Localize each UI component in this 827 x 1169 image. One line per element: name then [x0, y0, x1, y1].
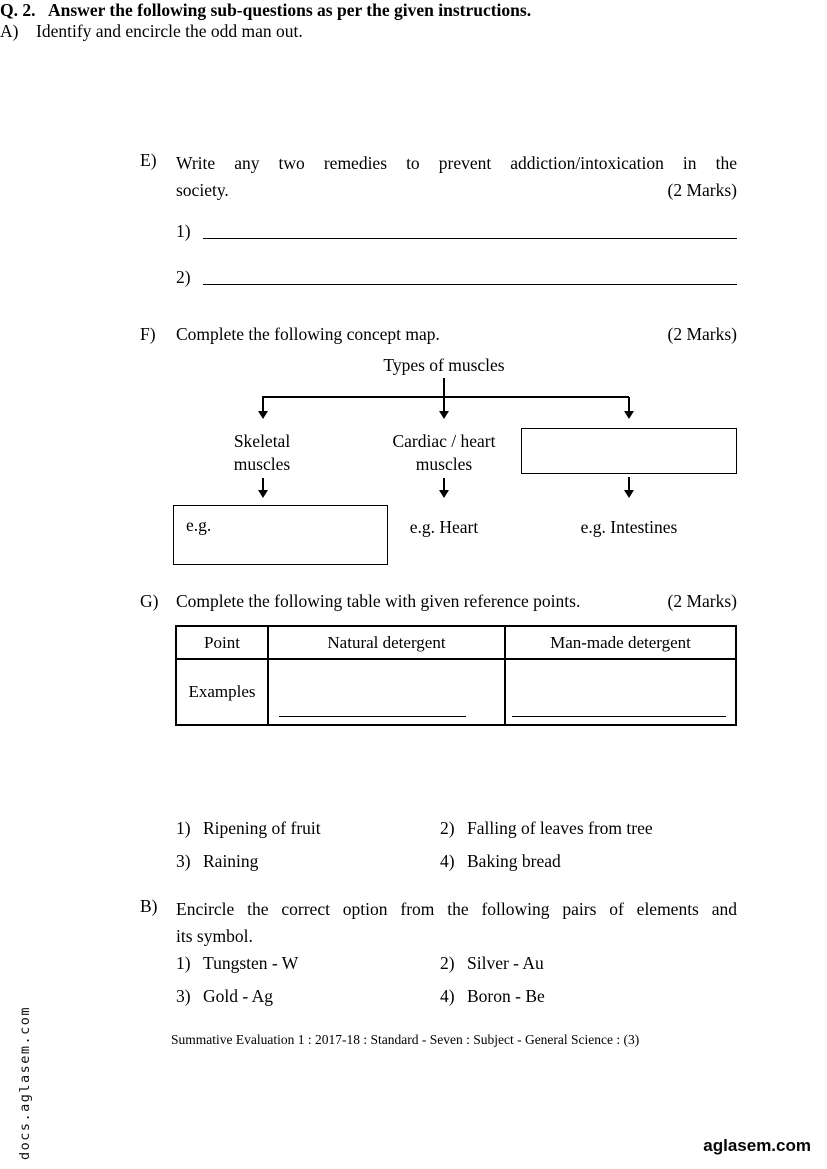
- option-text: Falling of leaves from tree: [467, 818, 653, 838]
- option-number: 4): [440, 851, 455, 871]
- branch-label-line: Cardiac / heart: [392, 431, 496, 451]
- branch-label-cardiac: Cardiac / heart muscles: [364, 430, 524, 476]
- watermark-aglasem: aglasem.com: [703, 1136, 811, 1155]
- arrow-down-icon: [624, 490, 634, 498]
- arrow-down-icon: [624, 411, 634, 419]
- question-2b: B) Encircle the correct option from the …: [140, 896, 737, 950]
- question-2-text: Answer the following sub-questions as pe…: [48, 0, 532, 20]
- option-text: Raining: [203, 851, 259, 871]
- option-number: 3): [176, 986, 191, 1006]
- branch-label-line: Skeletal: [233, 431, 291, 451]
- connector-line: [443, 378, 445, 397]
- connector-line: [262, 397, 264, 413]
- question-f: F) Complete the following concept map. (…: [140, 324, 737, 345]
- connector-line: [262, 478, 264, 492]
- question-2a: A) Identify and encircle the odd man out…: [0, 21, 597, 42]
- arrow-down-icon: [439, 411, 449, 419]
- arrow-down-icon: [258, 490, 268, 498]
- option-text: Baking bread: [467, 851, 561, 871]
- option-number: 2): [440, 818, 455, 838]
- question-e-text-line2: society.: [176, 180, 229, 200]
- connector-line: [443, 478, 445, 492]
- connector-line: [628, 397, 630, 413]
- watermark-docs-aglasem: docs.aglasem.com: [17, 1005, 33, 1160]
- table-cell-natural-examples: [267, 660, 504, 724]
- question-2b-options-row-2: 3) Gold - Ag 4) Boron - Be: [176, 985, 737, 1008]
- option-number: 1): [176, 818, 191, 838]
- option-b2: 2) Silver - Au: [440, 952, 737, 975]
- question-g-marks: (2 Marks): [667, 591, 738, 611]
- question-e-marks: (2 Marks): [667, 180, 738, 200]
- answer-blank-line: [202, 284, 737, 285]
- question-g-text: Complete the following table with given …: [176, 591, 581, 611]
- branch-label-skeletal: Skeletal muscles: [192, 430, 332, 476]
- table-header-point: Point: [177, 627, 267, 660]
- option-a3: 3) Raining: [176, 850, 440, 873]
- answer-blank-line: [202, 238, 737, 239]
- answer-blank-2: 2): [176, 264, 737, 288]
- table-header-natural-detergent: Natural detergent: [267, 627, 504, 660]
- empty-answer-box: [521, 428, 737, 474]
- question-2-label: Q. 2.: [0, 0, 36, 20]
- question-2b-text-line1: Encircle the correct option from the fol…: [176, 899, 737, 919]
- question-g-label: G): [140, 591, 159, 611]
- example-intestines-label: e.g. Intestines: [580, 517, 678, 537]
- answer-blank-1-number: 1): [176, 221, 191, 241]
- example-box-label: e.g.: [186, 515, 212, 535]
- question-2b-options-row-1: 1) Tungsten - W 2) Silver - Au: [176, 952, 737, 975]
- concept-map: Types of muscles Skeletal muscles Cardia…: [0, 350, 827, 578]
- question-2a-label: A): [0, 21, 19, 41]
- question-2a-text: Identify and encircle the odd man out.: [36, 21, 303, 41]
- option-number: 3): [176, 851, 191, 871]
- example-answer-box: e.g.: [173, 505, 388, 565]
- connector-line: [262, 396, 629, 398]
- option-number: 1): [176, 953, 191, 973]
- question-2a-options-row-2: 3) Raining 4) Baking bread: [176, 850, 737, 873]
- connector-line: [628, 477, 630, 492]
- detergent-table: Point Natural detergent Man-made deterge…: [175, 625, 737, 726]
- answer-blank-line: [512, 716, 726, 717]
- option-number: 4): [440, 986, 455, 1006]
- question-e-text-line1: Write any two remedies to prevent addict…: [176, 153, 737, 173]
- question-e: E) Write any two remedies to prevent add…: [140, 150, 737, 204]
- branch-label-line: muscles: [415, 454, 473, 474]
- table-cell-man-made-examples: [504, 660, 735, 724]
- option-text: Silver - Au: [467, 953, 544, 973]
- question-2a-options-row-1: 1) Ripening of fruit 2) Falling of leave…: [176, 817, 737, 840]
- answer-blank-2-number: 2): [176, 267, 191, 287]
- question-e-body: Write any two remedies to prevent addict…: [176, 150, 737, 204]
- option-number: 2): [440, 953, 455, 973]
- option-text: Tungsten - W: [203, 953, 299, 973]
- option-b1: 1) Tungsten - W: [176, 952, 440, 975]
- question-2b-label: B): [140, 896, 158, 916]
- option-text: Ripening of fruit: [203, 818, 321, 838]
- question-g: G) Complete the following table with giv…: [140, 591, 737, 612]
- question-f-text: Complete the following concept map.: [176, 324, 440, 344]
- arrow-down-icon: [439, 490, 449, 498]
- arrow-down-icon: [258, 411, 268, 419]
- page-footer: Summative Evaluation 1 : 2017-18 : Stand…: [171, 1032, 640, 1047]
- option-a1: 1) Ripening of fruit: [176, 817, 440, 840]
- question-f-label: F): [140, 324, 156, 344]
- question-2b-text-line2: its symbol.: [176, 926, 253, 946]
- option-b4: 4) Boron - Be: [440, 985, 737, 1008]
- option-text: Boron - Be: [467, 986, 545, 1006]
- concept-map-root-label: Types of muscles: [383, 355, 505, 375]
- question-e-label: E): [140, 150, 157, 170]
- question-2-heading: Q. 2. Answer the following sub-questions…: [0, 0, 652, 21]
- option-a2: 2) Falling of leaves from tree: [440, 817, 737, 840]
- answer-blank-1: 1): [176, 218, 737, 242]
- connector-line: [443, 397, 445, 413]
- table-row-label-examples: Examples: [188, 682, 256, 701]
- example-heart-label: e.g. Heart: [409, 517, 479, 537]
- branch-label-line: muscles: [233, 454, 291, 474]
- option-b3: 3) Gold - Ag: [176, 985, 440, 1008]
- option-text: Gold - Ag: [203, 986, 273, 1006]
- option-a4: 4) Baking bread: [440, 850, 737, 873]
- answer-blank-line: [279, 716, 466, 717]
- table-header-man-made-detergent: Man-made detergent: [504, 627, 735, 660]
- question-f-marks: (2 Marks): [667, 324, 738, 344]
